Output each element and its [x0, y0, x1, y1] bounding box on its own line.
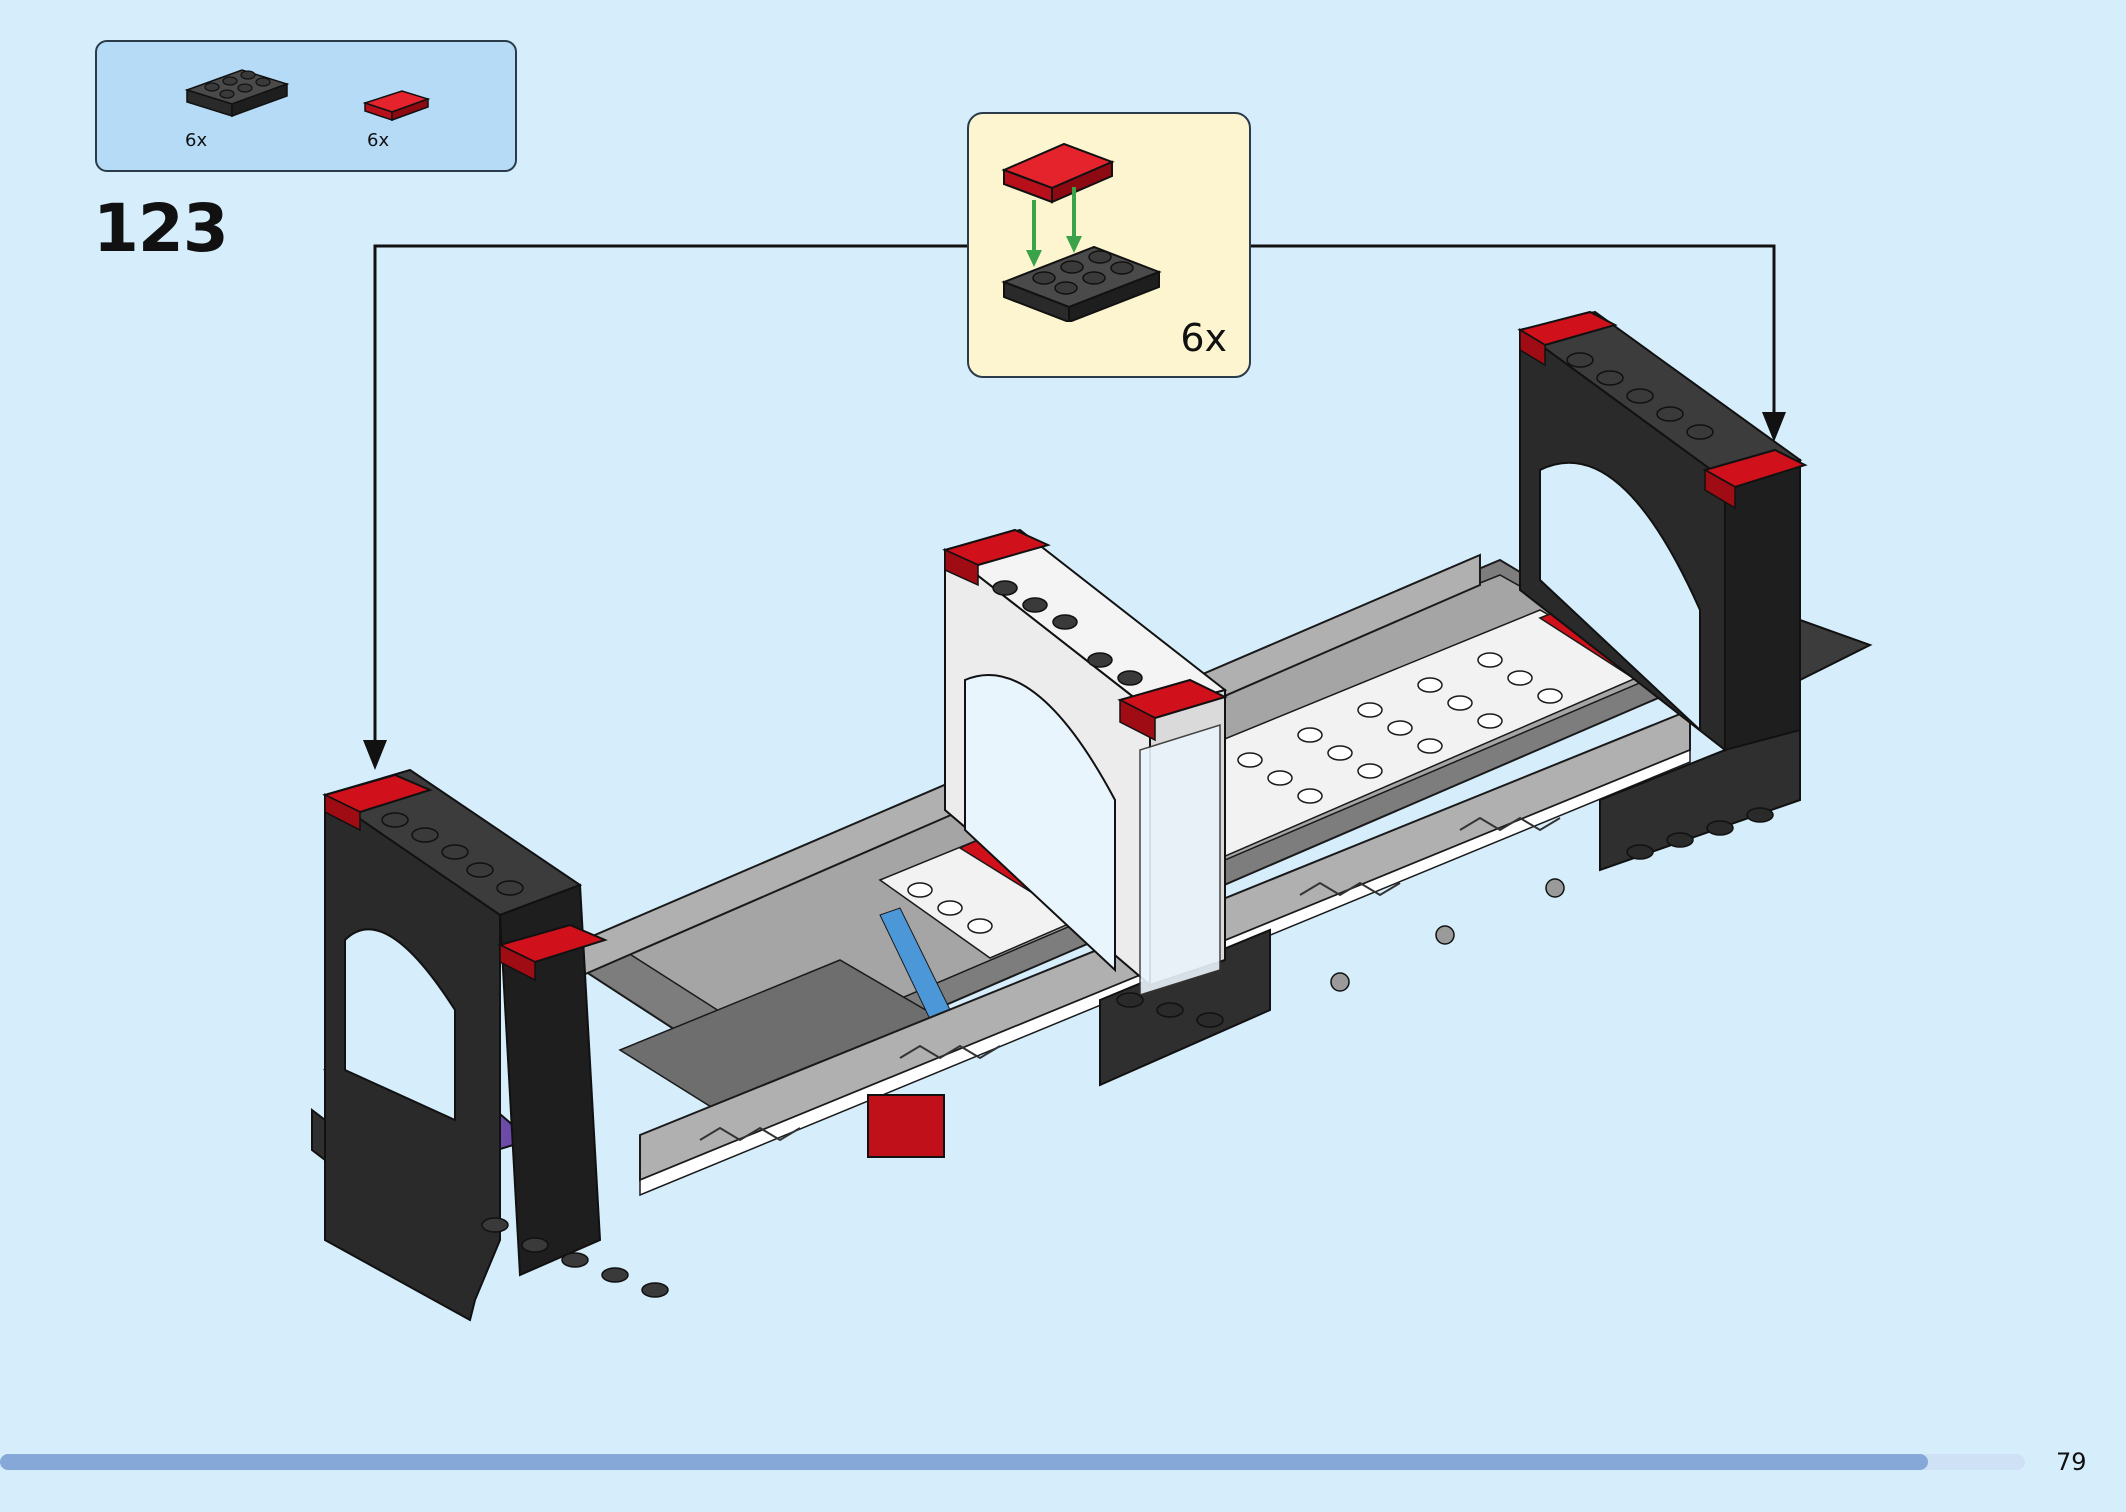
- arrow-down-icon: [363, 740, 387, 770]
- black-plate-2x3-icon: [184, 69, 290, 118]
- middle-arch: [942, 528, 1228, 1028]
- page-number: 79: [2056, 1448, 2087, 1476]
- red-tile-on-black-plate-icon: [1001, 142, 1162, 322]
- callout-quantity: 6x: [1180, 316, 1227, 360]
- parts-list-box: 6x 6x: [95, 40, 517, 172]
- page-progress-bar: [0, 1454, 2025, 1470]
- part-quantity: 6x: [185, 130, 208, 151]
- right-arch: [1517, 310, 1873, 860]
- arrow-down-icon: [1762, 412, 1786, 442]
- part-quantity: 6x: [367, 130, 390, 151]
- axle-pins: [1330, 878, 1565, 992]
- page-progress-fill: [0, 1454, 1928, 1470]
- red-tile-1x2-icon: [362, 90, 431, 122]
- step-number: 123: [93, 190, 229, 267]
- sub-assembly-callout: 6x: [967, 112, 1251, 378]
- left-arch: [322, 768, 669, 1322]
- callout-connector-lines: [373, 244, 1776, 745]
